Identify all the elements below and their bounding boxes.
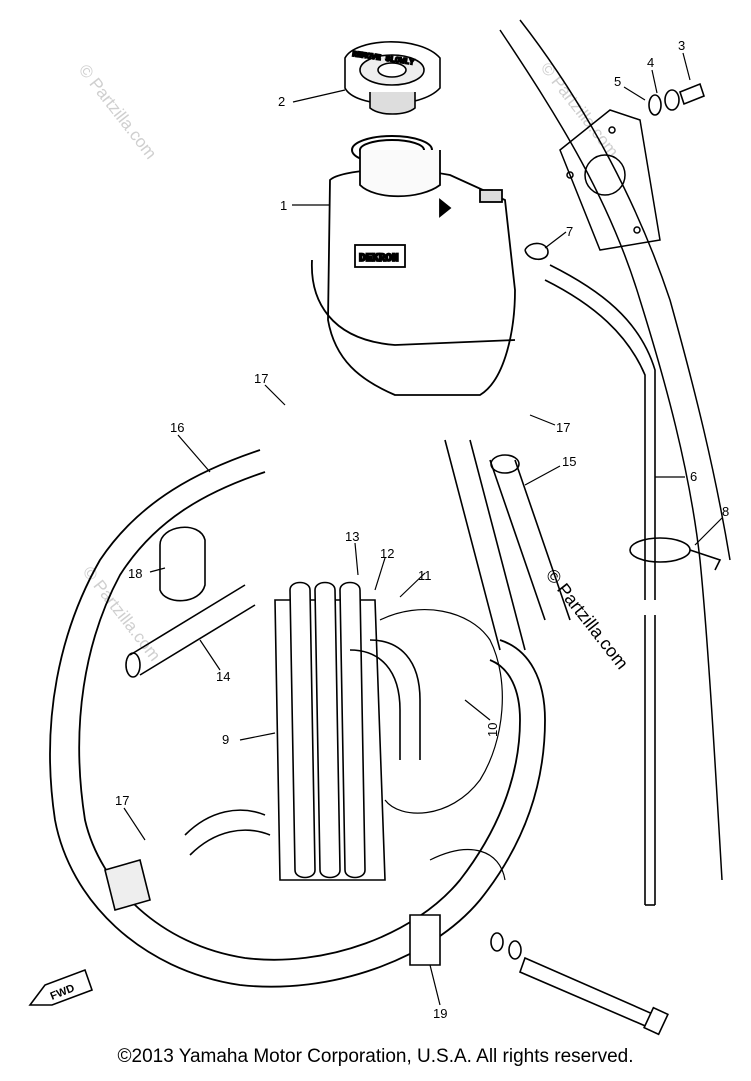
engine-outline xyxy=(379,609,506,881)
callout-2: 2 xyxy=(278,94,285,109)
forward-arrow: FWD xyxy=(28,968,94,1006)
callout-18: 18 xyxy=(128,566,142,581)
callout-labels: 2 1 3 4 5 6 7 8 9 10 11 12 13 14 15 16 1… xyxy=(115,38,729,1021)
radiator-cap: REMOVE SLOWLY xyxy=(344,41,441,115)
watermark-mid-right: © Partzilla.com xyxy=(542,565,632,673)
watermark-top-left: © Partzilla.com xyxy=(75,61,161,163)
short-hose xyxy=(125,584,256,678)
callout-6: 6 xyxy=(690,469,697,484)
overflow-hose xyxy=(544,264,656,906)
callout-10: 10 xyxy=(485,723,500,737)
callout-17-top: 17 xyxy=(254,371,268,386)
callout-11: 11 xyxy=(418,568,432,583)
callout-group xyxy=(123,52,723,1006)
bracket xyxy=(159,526,206,602)
callout-3: 3 xyxy=(678,38,685,53)
small-clip xyxy=(524,242,549,261)
hose-clip xyxy=(629,537,722,571)
vertical-hoses xyxy=(444,439,571,651)
callout-13: 13 xyxy=(345,529,359,544)
radiator xyxy=(274,581,421,881)
callout-4: 4 xyxy=(647,55,654,70)
callout-9: 9 xyxy=(222,732,229,747)
tank-logo: DEKRON xyxy=(359,253,399,265)
callout-17-right: 17 xyxy=(556,420,570,435)
callout-8: 8 xyxy=(722,504,729,519)
callout-12: 12 xyxy=(380,546,394,561)
bottom-bolt-set xyxy=(409,914,669,1036)
callout-15: 15 xyxy=(562,454,576,469)
callout-16: 16 xyxy=(170,420,184,435)
callout-17-bottom: 17 xyxy=(115,793,129,808)
copyright-notice: ©2013 Yamaha Motor Corporation, U.S.A. A… xyxy=(117,1046,634,1067)
main-coolant-hose xyxy=(49,449,546,988)
reservoir-tank: DEKRON xyxy=(311,150,516,396)
mount-bolt-set xyxy=(648,82,705,116)
callout-14: 14 xyxy=(216,669,230,684)
callout-5: 5 xyxy=(614,74,621,89)
callout-1: 1 xyxy=(280,198,287,213)
frame-tube xyxy=(499,19,731,881)
callout-7: 7 xyxy=(566,224,573,239)
callout-19: 19 xyxy=(433,1006,447,1021)
cooling-system-exploded-diagram: © Partzilla.com © Partzilla.com © Partzi… xyxy=(28,19,731,1036)
lower-hose-end xyxy=(104,809,271,911)
